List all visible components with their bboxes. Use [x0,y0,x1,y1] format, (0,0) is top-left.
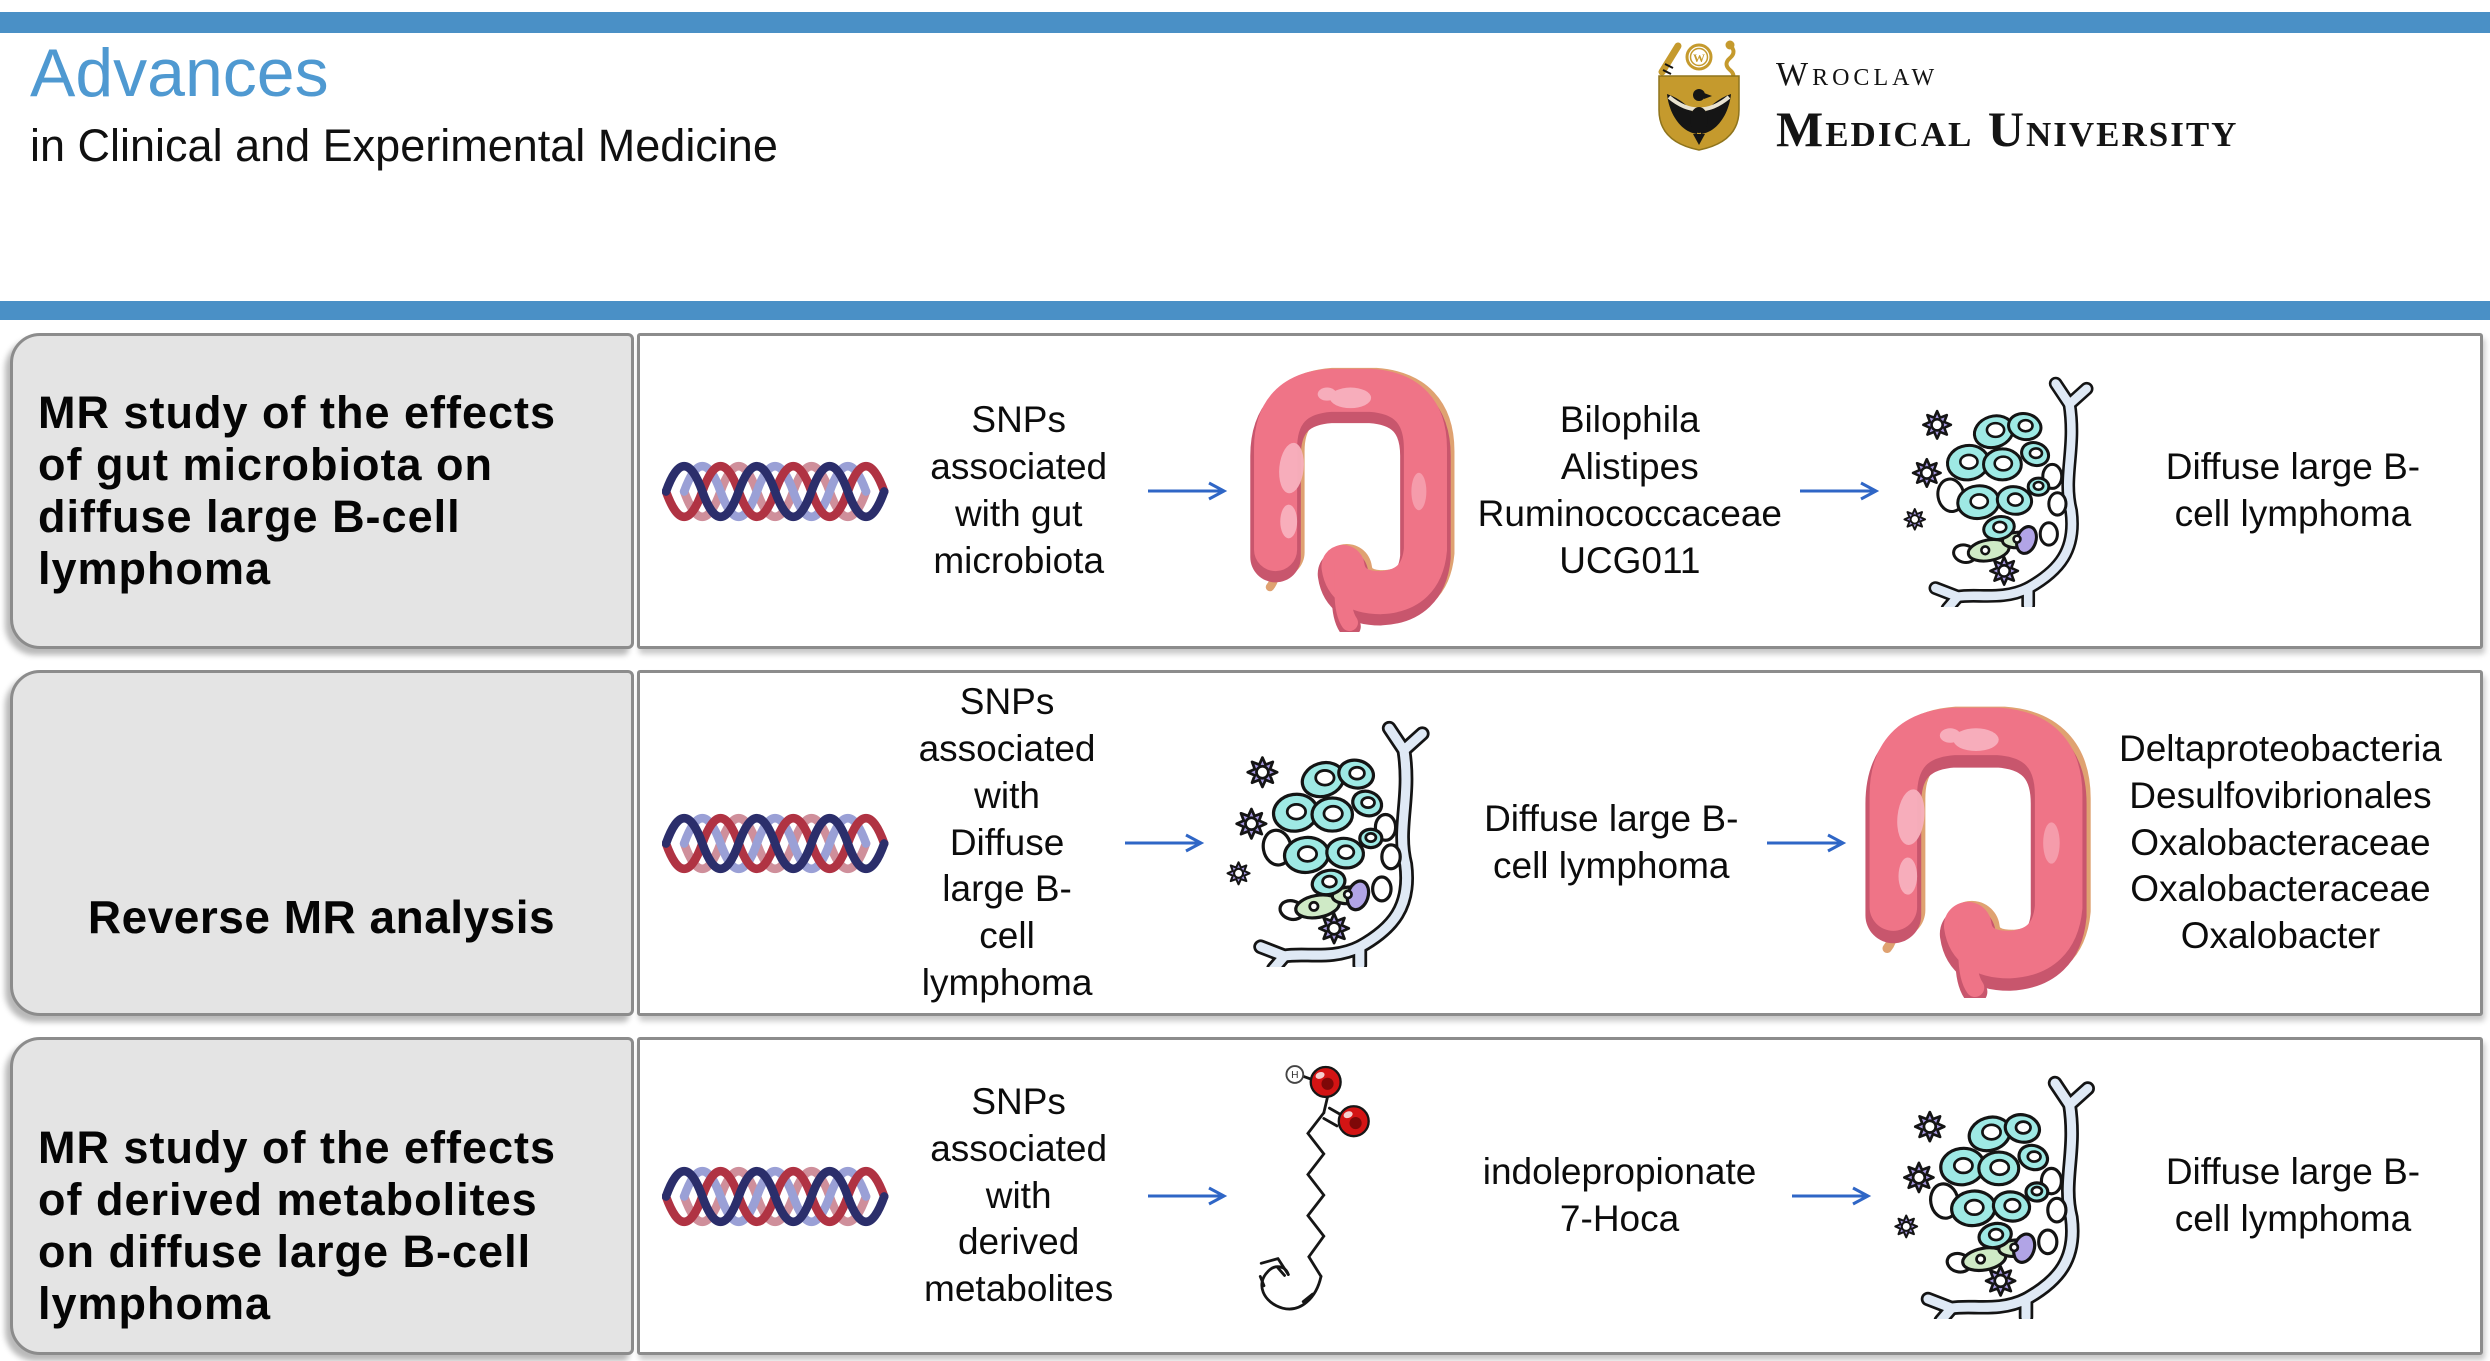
outcome-label: Deltaproteobacteria Desulfovibrionales O… [2118,727,2442,957]
row-derived-metabolites-mr: MR study of the effects of derived metab… [10,1037,2483,1355]
arrow-right-icon [1145,1183,1231,1209]
row-title: Reverse MR analysis [87,891,556,944]
arrow-right-icon [1797,478,1883,504]
outcome-label: Diffuse large B- cell lymphoma [2165,446,2421,534]
journal-title: Advances [30,35,329,111]
dna-helix-icon [662,458,892,525]
top-accent-bar [0,12,2490,33]
university-logo: Wroclaw Medical University [1652,40,2238,158]
journal-header: Advances in Clinical and Experimental Me… [30,35,778,172]
row-title: MR study of the effects of derived metab… [38,1121,557,1330]
lymphoma-cells-illustration [1889,375,2121,607]
journal-subtitle: in Clinical and Experimental Medicine [30,120,778,172]
arrow-right-icon [1789,1183,1875,1209]
university-name: Wroclaw Medical University [1776,40,2238,158]
university-name-line2: Medical University [1776,101,2239,157]
outcome-label: Diffuse large B- cell lymphoma [2165,1151,2421,1239]
mediator-label: indolepropionate 7-Hoca [1482,1151,1757,1239]
mediator-label: Diffuse large B- cell lymphoma [1484,798,1739,886]
row-reverse-mr: Reverse MR analysis SNPs associated with… [10,670,2483,1016]
university-name-line1: Wroclaw [1776,56,1939,93]
row-gut-microbiota-mr: MR study of the effects of gut microbiot… [10,333,2483,649]
lymphoma-cells-illustration [1879,1074,2124,1319]
exposure-label: SNPs associated with Diffuse large B- ce… [918,680,1096,1004]
fatty-acid-molecule-illustration [1235,1051,1450,1341]
large-intestine-illustration [1238,351,1463,632]
exposure-label: SNPs associated with derived metabolites [924,1080,1114,1310]
dna-helix-icon [662,1163,892,1230]
arrow-right-icon [1122,830,1208,856]
row-title-box: MR study of the effects of gut microbiot… [10,333,634,649]
row-title: MR study of the effects of gut microbiot… [38,386,557,595]
dna-helix-icon [662,810,892,877]
mediator-label: Bilophila Alistipes Ruminococcaceae UCG0… [1477,399,1782,581]
study-rows: MR study of the effects of gut microbiot… [0,333,2490,1355]
row-flow: SNPs associated with gut microbiota Bilo… [637,333,2483,649]
arrow-right-icon [1145,478,1231,504]
row-flow: SNPs associated with Diffuse large B- ce… [637,670,2483,1016]
row-title-box: MR study of the effects of derived metab… [10,1037,634,1355]
exposure-label: SNPs associated with gut microbiota [930,399,1108,581]
lymphoma-cells-illustration [1211,719,1459,967]
header-divider-bar [0,301,2490,320]
large-intestine-illustration [1852,688,2100,998]
row-flow: SNPs associated with derived metabolites… [637,1037,2483,1355]
row-title-box: Reverse MR analysis [10,670,634,1016]
arrow-right-icon [1764,830,1850,856]
university-crest-icon [1652,40,1746,154]
